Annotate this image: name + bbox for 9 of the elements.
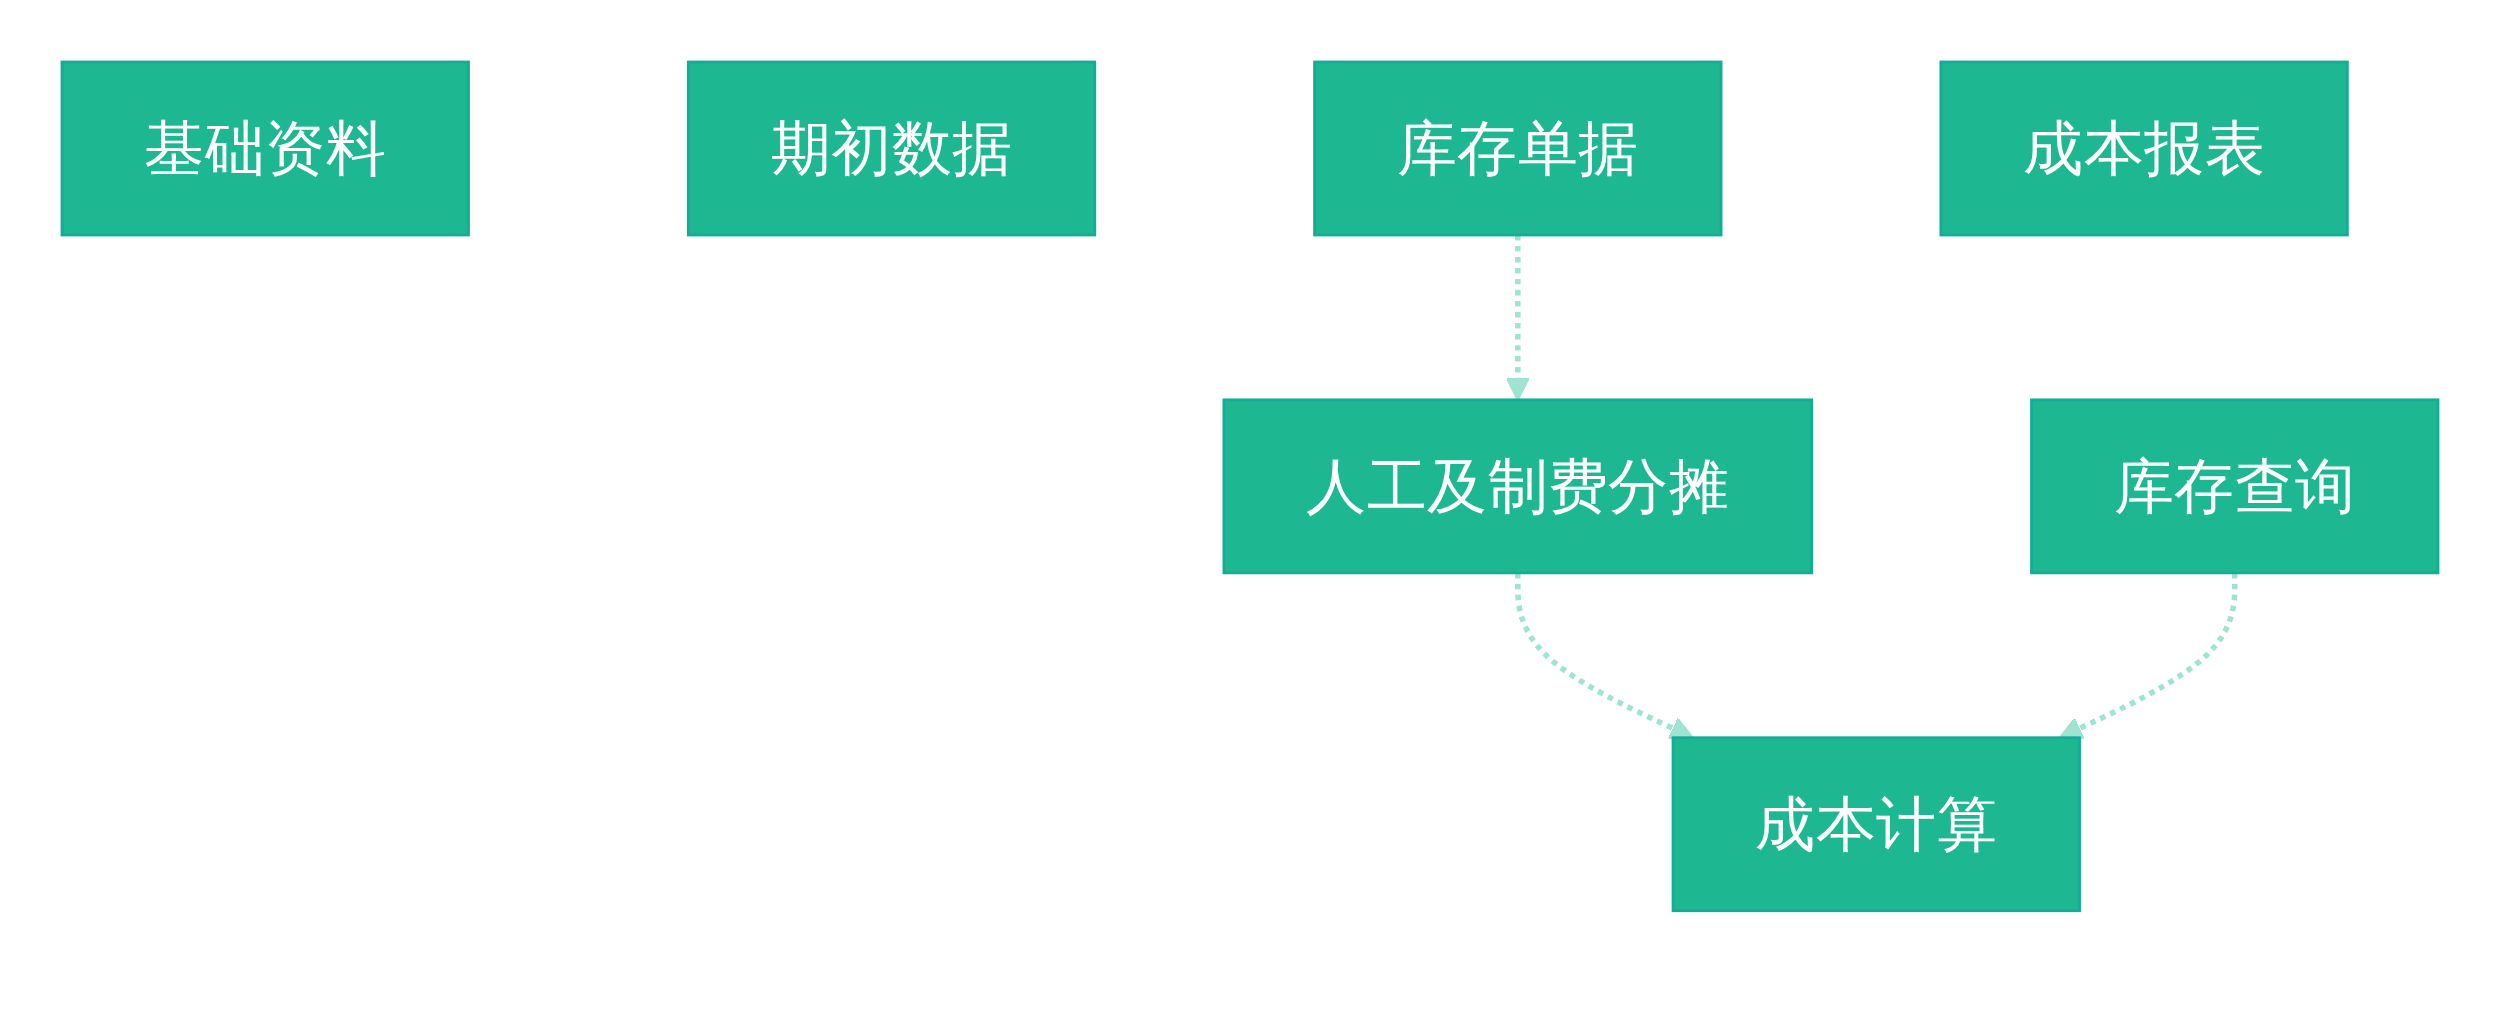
node-box: 基础资料 xyxy=(60,60,470,237)
node-box: 成本计算 xyxy=(1671,736,2081,913)
node-box: 人工及制费分摊 xyxy=(1222,398,1814,575)
node-box: 成本报表 xyxy=(1939,60,2349,237)
arrow xyxy=(2058,572,2238,740)
node-box: 期初数据 xyxy=(686,60,1097,237)
node-box: 库存单据 xyxy=(1313,60,1723,237)
arrow xyxy=(1515,572,1694,740)
node-box: 库存查询 xyxy=(2030,398,2440,575)
